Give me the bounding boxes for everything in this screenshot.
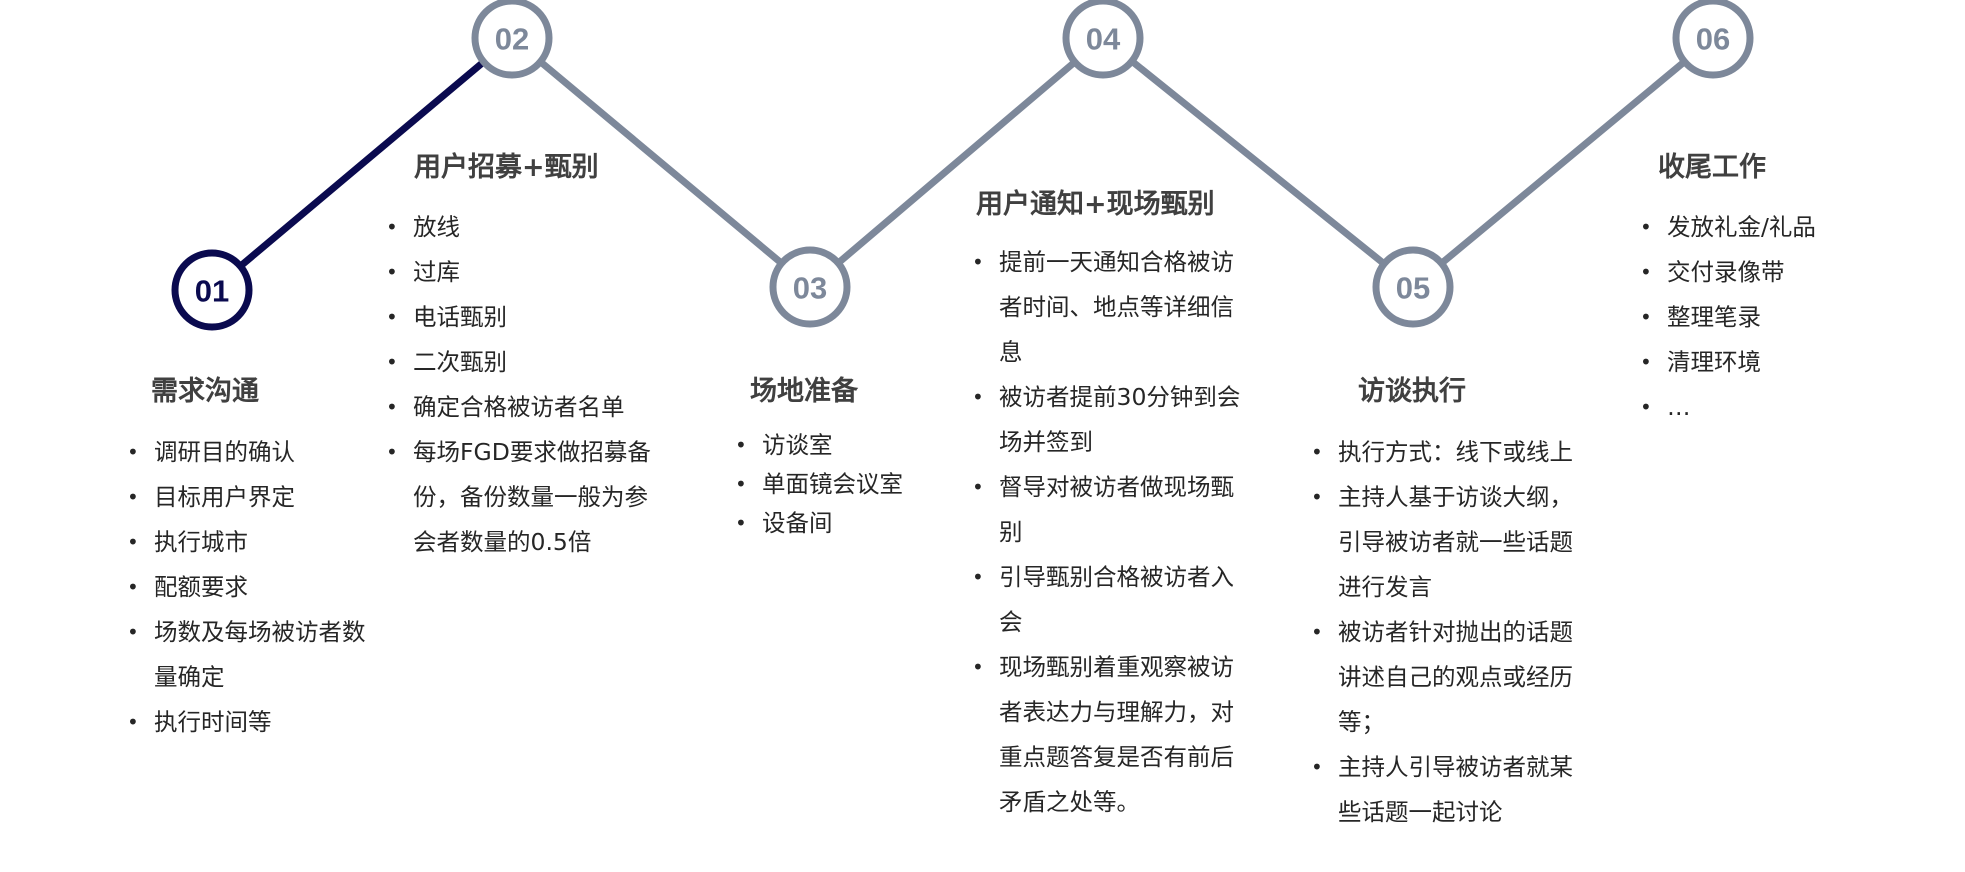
list-item: 每场FGD要求做招募备份，备份数量一般为参会者数量的0.5倍: [384, 430, 654, 565]
list-item: 执行城市: [125, 520, 387, 565]
list-item: 设备间: [733, 504, 928, 543]
list-item: 主持人引导被访者就某些话题一起讨论: [1309, 745, 1583, 835]
connector-line-1-2: [208, 34, 516, 294]
list-item: 清理环境: [1638, 340, 1898, 385]
stage-title: 用户招募+甄别: [414, 152, 599, 183]
list-item: 执行时间等: [125, 700, 387, 745]
connector-line-5-6: [1409, 34, 1717, 291]
step-circle: [171, 249, 253, 331]
stage-title: 访谈执行: [1358, 376, 1466, 407]
step-circle: [471, 0, 553, 79]
list-item: 电话甄别: [384, 295, 654, 340]
stage-item-list: 提前一天通知合格被访者时间、地点等详细信息 被访者提前30分钟到会场并签到 督导…: [970, 240, 1248, 825]
stage-title: 用户通知+现场甄别: [976, 189, 1215, 220]
step-node-2: 02: [471, 0, 553, 79]
step-node-6: 06: [1672, 0, 1754, 79]
list-item: 引导甄别合格被访者入会: [970, 555, 1248, 645]
step-number: 05: [1396, 271, 1430, 306]
list-item: 目标用户界定: [125, 475, 387, 520]
list-item: 配额要求: [125, 565, 387, 610]
connector-line-3-4: [806, 34, 1107, 291]
stage-item-list: 访谈室 单面镜会议室 设备间: [733, 426, 928, 543]
list-item: 单面镜会议室: [733, 465, 928, 504]
stage-item-list: 发放礼金/礼品 交付录像带 整理笔录 清理环境 …: [1638, 205, 1898, 430]
stage-title: 收尾工作: [1658, 152, 1766, 183]
list-item: 督导对被访者做现场甄别: [970, 465, 1248, 555]
list-item: 发放礼金/礼品: [1638, 205, 1898, 250]
list-item: 调研目的确认: [125, 430, 387, 475]
list-item: 放线: [384, 205, 654, 250]
stage-item-list: 调研目的确认 目标用户界定 执行城市 配额要求 场数及每场被访者数量确定 执行时…: [125, 430, 387, 745]
step-circle: [769, 246, 851, 328]
list-item: 被访者提前30分钟到会场并签到: [970, 375, 1248, 465]
stage-title: 需求沟通: [151, 376, 259, 407]
list-item: 执行方式：线下或线上: [1309, 430, 1583, 475]
stage-title: 场地准备: [750, 376, 858, 407]
list-item: 现场甄别着重观察被访者表达力与理解力，对重点题答复是否有前后矛盾之处等。: [970, 645, 1248, 825]
connector-line-2-3: [508, 34, 814, 291]
step-node-5: 05: [1372, 246, 1454, 328]
step-circle: [1372, 246, 1454, 328]
list-item: 交付录像带: [1638, 250, 1898, 295]
step-number: 01: [195, 274, 229, 309]
list-item: 整理笔录: [1638, 295, 1898, 340]
list-item: 主持人基于访谈大纲，引导被访者就一些话题进行发言: [1309, 475, 1583, 610]
list-item: 二次甄别: [384, 340, 654, 385]
list-item: …: [1638, 385, 1898, 430]
list-item: 场数及每场被访者数量确定: [125, 610, 387, 700]
list-item: 确定合格被访者名单: [384, 385, 654, 430]
list-item: 过库: [384, 250, 654, 295]
step-number: 04: [1086, 22, 1121, 57]
list-item: 被访者针对抛出的话题讲述自己的观点或经历等；: [1309, 610, 1583, 745]
step-number: 02: [495, 22, 529, 57]
step-circle: [1672, 0, 1754, 79]
list-item: 访谈室: [733, 426, 928, 465]
step-number: 03: [793, 271, 827, 306]
step-node-4: 04: [1062, 0, 1144, 79]
step-node-3: 03: [769, 246, 851, 328]
step-node-1: 01: [171, 249, 253, 331]
stage-item-list: 执行方式：线下或线上 主持人基于访谈大纲，引导被访者就一些话题进行发言 被访者针…: [1309, 430, 1583, 835]
stage-item-list: 放线 过库 电话甄别 二次甄别 确定合格被访者名单 每场FGD要求做招募备份，备…: [384, 205, 654, 565]
step-circle: [1062, 0, 1144, 79]
connector-line-4-5: [1099, 34, 1417, 291]
list-item: 提前一天通知合格被访者时间、地点等详细信息: [970, 240, 1248, 375]
step-number: 06: [1696, 22, 1730, 57]
